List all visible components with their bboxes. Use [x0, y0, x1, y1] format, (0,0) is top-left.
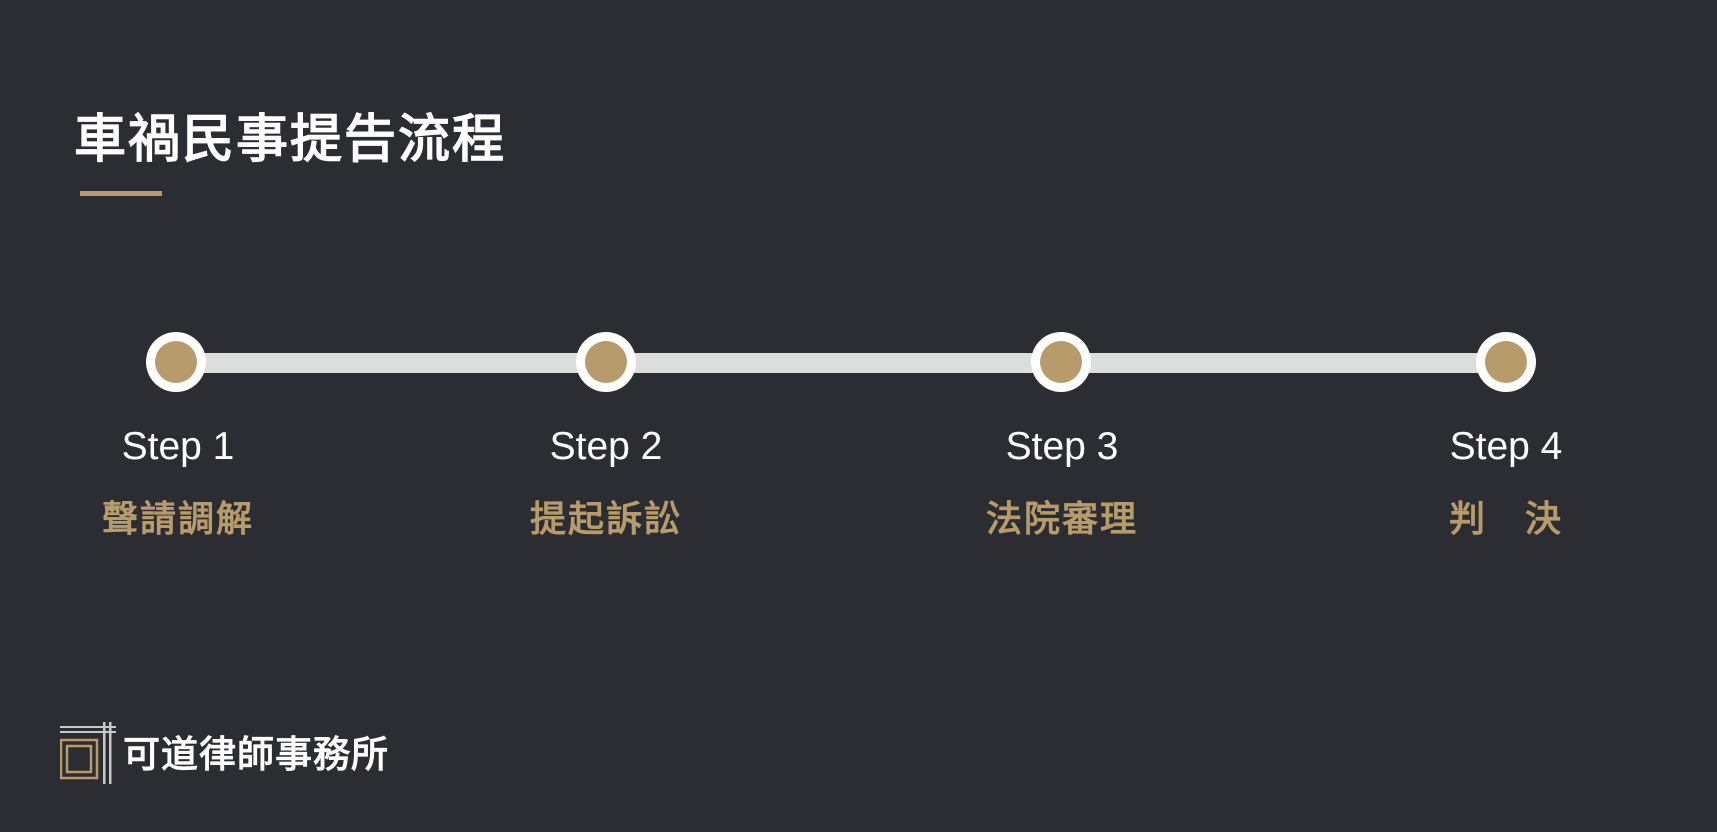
- step-1-marker: [146, 332, 206, 392]
- firm-name: 可道律師事務所: [123, 733, 389, 776]
- step-number: Step 4: [1449, 425, 1563, 468]
- step-dot: [585, 341, 627, 383]
- step-label: 法院審理: [985, 499, 1138, 540]
- step-label: 聲請調解: [101, 499, 254, 540]
- step-label: 提起訴訟: [529, 499, 682, 540]
- page-title: 車禍民事提告流程: [74, 110, 507, 170]
- step-number: Step 3: [1005, 425, 1119, 468]
- title-underline: [80, 191, 162, 196]
- step-dot: [155, 341, 197, 383]
- step-number: Step 2: [549, 425, 663, 468]
- step-number: Step 1: [121, 425, 235, 468]
- step-dot: [1040, 341, 1082, 383]
- timeline-track: [176, 353, 1506, 373]
- step-label: 判 決: [1448, 499, 1563, 540]
- step-4-marker: [1476, 332, 1536, 392]
- step-3-marker: [1031, 332, 1091, 392]
- step-dot: [1485, 341, 1527, 383]
- step-2-marker: [576, 332, 636, 392]
- firm-logo-icon: [60, 722, 116, 784]
